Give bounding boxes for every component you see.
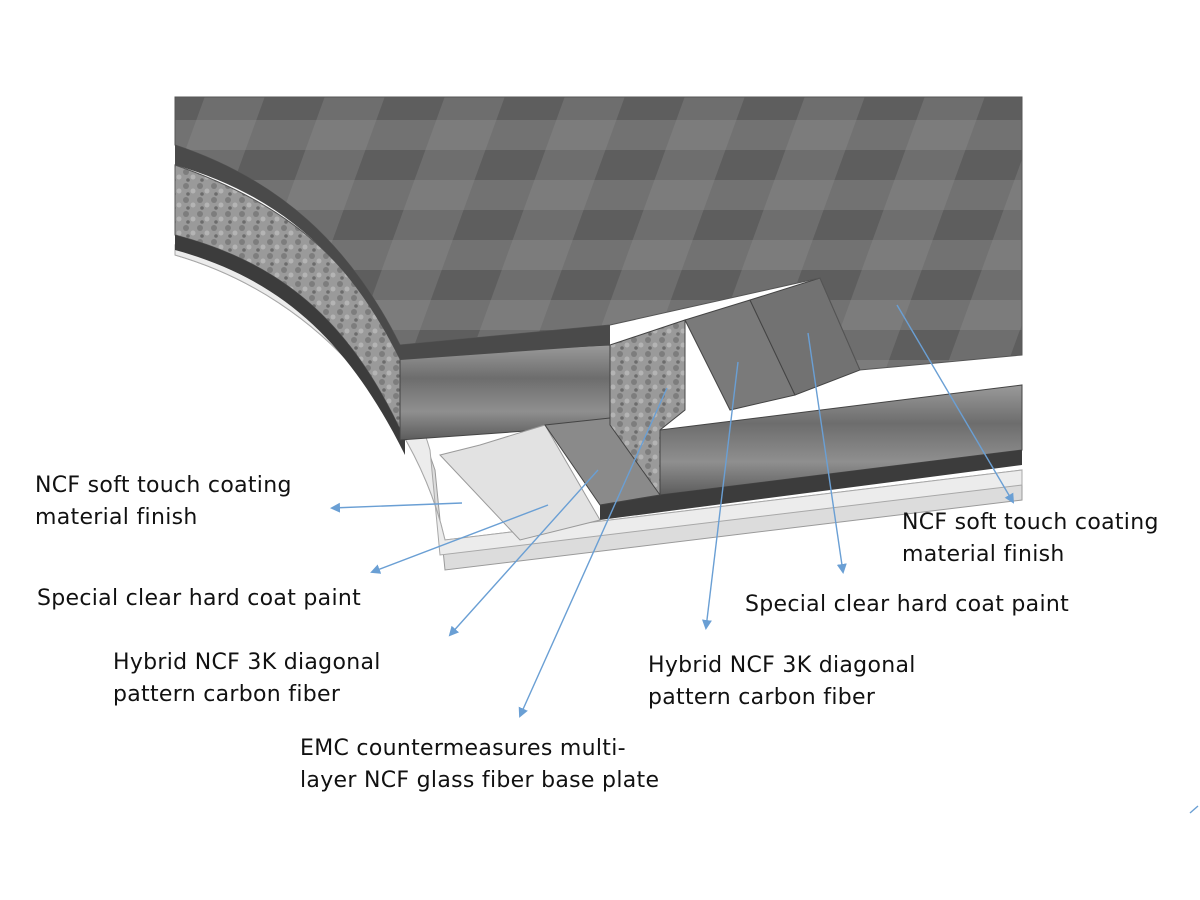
dark-band-lower (175, 235, 405, 455)
label-line: material finish (902, 542, 1065, 567)
arrow-emc (518, 387, 668, 718)
clear-coat-step (439, 424, 601, 541)
label-line: Hybrid NCF 3K diagonal (648, 653, 916, 678)
label-line: Hybrid NCF 3K diagonal (113, 650, 381, 675)
label-line: EMC countermeasures multi- (300, 736, 626, 761)
label-left-soft-touch: NCF soft touch coating material finish (35, 470, 292, 534)
label-line: pattern carbon fiber (648, 685, 876, 710)
arrow-right-soft-touch (896, 304, 1015, 504)
arrow-left-clear-coat (370, 504, 549, 574)
label-right-soft-touch: NCF soft touch coating material finish (902, 507, 1159, 571)
arrow-left-hybrid (448, 469, 599, 637)
label-line: Special clear hard coat paint (745, 592, 1070, 617)
arrow-right-hybrid (701, 361, 739, 630)
label-line: NCF soft touch coating (902, 510, 1159, 535)
label-line: Special clear hard coat paint (37, 586, 362, 611)
label-right-hybrid: Hybrid NCF 3K diagonal pattern carbon fi… (648, 650, 916, 714)
top-edge-band (175, 145, 610, 360)
label-emc: EMC countermeasures multi- layer NCF gla… (300, 733, 659, 797)
label-line: material finish (35, 505, 198, 530)
arrow-right-clear-coat (807, 332, 847, 574)
dark-band-right (600, 450, 1022, 520)
label-line: NCF soft touch coating (35, 473, 292, 498)
label-line: layer NCF glass fiber base plate (300, 768, 660, 793)
arrow-left-soft-touch (330, 502, 463, 513)
stray-arrow-mark (1189, 805, 1199, 814)
label-right-clear-coat: Special clear hard coat paint (745, 589, 1069, 621)
label-left-clear-coat: Special clear hard coat paint (37, 583, 361, 615)
label-left-hybrid: Hybrid NCF 3K diagonal pattern carbon fi… (113, 647, 381, 711)
label-line: pattern carbon fiber (113, 682, 341, 707)
